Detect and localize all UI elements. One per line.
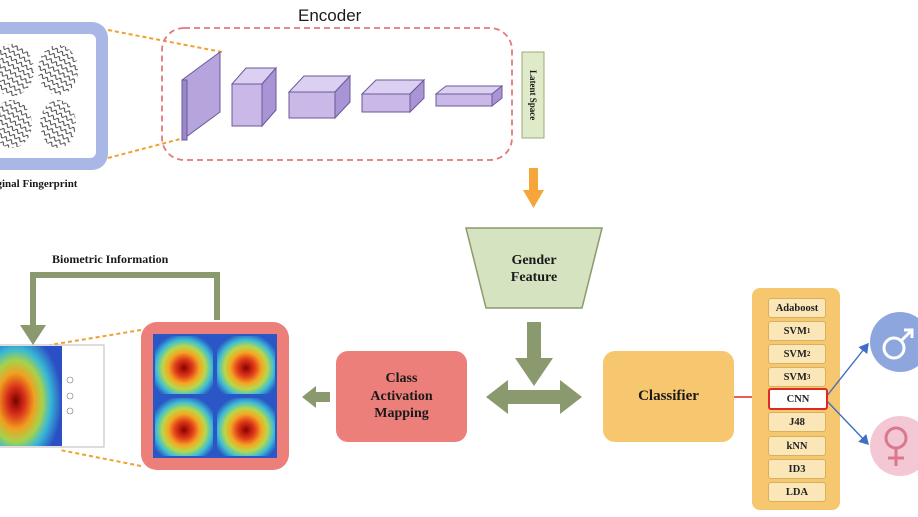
classifier-item-adaboost: Adaboost — [768, 298, 826, 318]
legend-marker-1 — [66, 376, 74, 384]
classifier-item-j48: J48 — [768, 412, 826, 432]
classifier-item-name: kNN — [786, 440, 808, 452]
biometric-feedback-loop — [20, 272, 220, 345]
legend-marker-2 — [66, 392, 74, 400]
detail-line-top — [49, 329, 142, 346]
fingerprint-image-4 — [40, 100, 76, 148]
classifier-item-name: ID3 — [788, 463, 806, 475]
projection-line-bottom — [107, 137, 185, 159]
projection-line-top — [107, 29, 223, 53]
cam-to-heatmap-arrow — [302, 386, 330, 408]
gender-feature-shape — [465, 227, 603, 309]
to-female-arrow — [825, 399, 869, 446]
encoder-layer-1 — [181, 51, 221, 141]
bidirectional-arrow — [486, 380, 582, 414]
male-symbol-icon — [882, 328, 914, 360]
detail-line-bottom — [59, 449, 142, 467]
classifier-label: Classifier — [638, 388, 699, 405]
classifier-item-sup: 2 — [806, 350, 811, 358]
fingerprint-image-2 — [38, 45, 78, 95]
classifier-item-knn: kNN — [768, 436, 826, 456]
cam-line-2: Activation — [370, 388, 433, 404]
gender-to-split-arrow — [515, 322, 553, 386]
classifier-item-sup: 3 — [806, 373, 811, 381]
biometric-label: Biometric Information — [52, 252, 169, 266]
detail-heatmap — [0, 346, 62, 446]
latent-space-bar — [521, 51, 545, 139]
gender-feature-label: Gender Feature — [486, 244, 582, 294]
latent-to-gender-arrow — [523, 168, 544, 208]
male-output-circle — [870, 312, 918, 372]
fingerprint-image-3 — [0, 100, 32, 148]
encoder-layer-3 — [287, 74, 352, 120]
heatmap-cell-3 — [155, 398, 213, 456]
gender-feature-line-2: Feature — [510, 270, 558, 285]
encoder-box — [161, 27, 513, 161]
classifier-item-name: SVM — [783, 348, 807, 360]
heatmap-cell-2 — [217, 336, 275, 394]
classifier-item-cnn: CNN — [768, 388, 828, 410]
heatmap-cell-4 — [217, 398, 275, 456]
legend-marker-3 — [66, 407, 74, 415]
classifier-item-sup: 1 — [806, 327, 811, 335]
latent-space-label: Latent Space — [528, 69, 538, 121]
encoder-layer-4 — [360, 78, 426, 114]
encoder-layer-2 — [230, 66, 278, 128]
classifier-box: Classifier — [603, 351, 734, 442]
encoder-layer-5 — [434, 84, 504, 108]
classifier-item-id3: ID3 — [768, 459, 826, 479]
classifier-item-lda: LDA — [768, 482, 826, 502]
female-symbol-icon — [884, 426, 908, 466]
fingerprint-image-1 — [0, 44, 34, 96]
female-output-circle — [870, 416, 918, 476]
classifier-item-name: SVM — [783, 371, 807, 383]
cam-line-1: Class — [385, 371, 418, 387]
heatmap-cell-1 — [155, 336, 213, 394]
classifier-item-name: SVM — [783, 325, 807, 337]
classifier-item-name: LDA — [785, 486, 809, 498]
classifier-item-name: CNN — [786, 393, 810, 405]
cam-line-3: Mapping — [374, 406, 429, 422]
cam-box: Class Activation Mapping — [336, 351, 467, 442]
encoder-title: Encoder — [298, 6, 362, 25]
to-male-arrow — [825, 342, 869, 398]
classifier-item-name: Adaboost — [775, 302, 819, 314]
gender-feature-line-1: Gender — [511, 252, 557, 268]
input-caption: Original Fingerprint — [0, 178, 78, 190]
classifier-item-name: J48 — [789, 416, 805, 428]
